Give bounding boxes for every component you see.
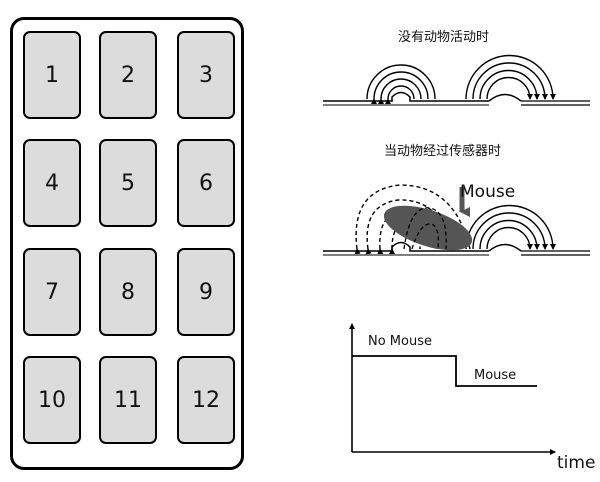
animal-passing-caption: 当动物经过传感器时 bbox=[384, 144, 502, 159]
grid-cell-10: 10 bbox=[23, 356, 81, 444]
grid-cell-label: 2 bbox=[121, 62, 135, 88]
grid-cell-7: 7 bbox=[23, 248, 81, 336]
grid-cell-label: 5 bbox=[121, 170, 135, 196]
grid-cell-9: 9 bbox=[177, 248, 235, 336]
grid-cell-label: 12 bbox=[192, 387, 220, 413]
signal-low-label: Mouse bbox=[474, 368, 516, 383]
field-lines-over-mouse bbox=[403, 207, 447, 250]
signal-high-label: No Mouse bbox=[368, 334, 432, 349]
grid-cell-8: 8 bbox=[99, 248, 157, 336]
grid-cell-11: 11 bbox=[99, 356, 157, 444]
grid-cell-label: 9 bbox=[199, 279, 213, 305]
signal-trace bbox=[352, 355, 537, 387]
x-axis-label: time bbox=[557, 453, 595, 473]
grid-cell-3: 3 bbox=[177, 31, 235, 119]
grid-cell-label: 10 bbox=[38, 387, 66, 413]
grid-cell-5: 5 bbox=[99, 139, 157, 227]
mouse-shape bbox=[383, 205, 473, 251]
grid-cell-4: 4 bbox=[23, 139, 81, 227]
grid-cell-2: 2 bbox=[99, 31, 157, 119]
grid-cell-12: 12 bbox=[177, 356, 235, 444]
sensor-grid-panel: 1 2 3 4 5 6 7 8 9 10 11 12 bbox=[10, 17, 244, 470]
grid-cell-6: 6 bbox=[177, 139, 235, 227]
grid-cell-label: 4 bbox=[45, 170, 59, 196]
grid-cell-label: 6 bbox=[199, 170, 213, 196]
grid-cell-label: 3 bbox=[199, 62, 213, 88]
grid-cell-label: 8 bbox=[121, 279, 135, 305]
grid-cell-1: 1 bbox=[23, 31, 81, 119]
mouse-label: Mouse bbox=[460, 182, 515, 202]
no-animal-caption: 没有动物活动时 bbox=[398, 30, 490, 45]
grid-cell-label: 7 bbox=[45, 279, 59, 305]
field-diagram-idle bbox=[323, 54, 590, 106]
grid-cell-label: 1 bbox=[45, 62, 59, 88]
signal-plot bbox=[349, 323, 556, 455]
grid-cell-label: 11 bbox=[114, 387, 142, 413]
